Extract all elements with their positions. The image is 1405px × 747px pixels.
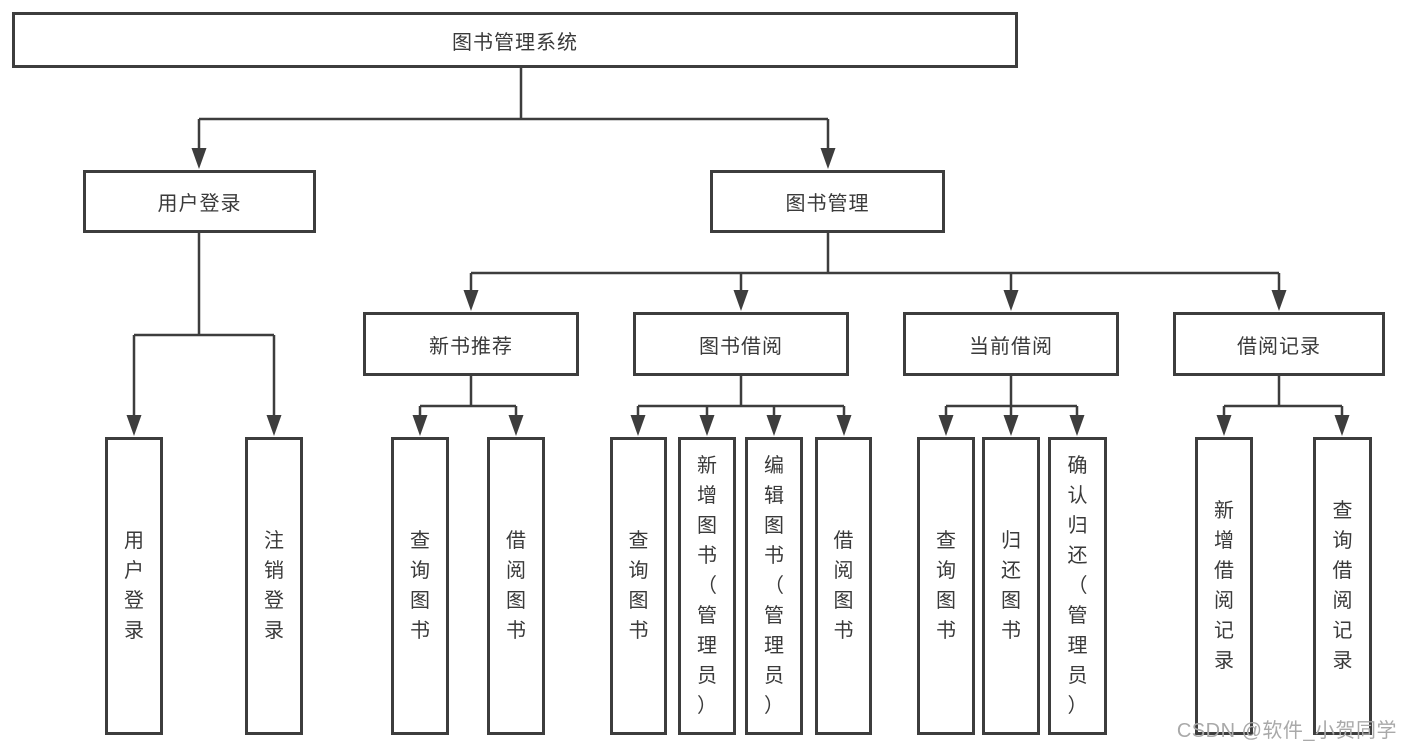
node-leaf-add-book-label: 新增图书（管理员） (697, 455, 717, 717)
node-leaf-query-book-1: 查询图书 (391, 437, 449, 735)
node-book-borrow-label: 图书借阅 (699, 335, 783, 358)
arrowhead-icons (938, 415, 1085, 436)
node-leaf-edit-book: 编辑图书（管理员） (745, 437, 803, 735)
arrowhead-icons (412, 415, 524, 436)
node-leaf-query-book-1-label: 查询图书 (410, 530, 430, 642)
node-leaf-logout: 注销登录 (245, 437, 303, 735)
node-leaf-add-book: 新增图书（管理员） (678, 437, 736, 735)
csdn-watermark: CSDN @软件_小贺同学 (1176, 720, 1397, 742)
arrowhead-icons (126, 415, 282, 436)
arrowhead-icons (463, 290, 1287, 311)
connector-current-borrow-to-leaves (938, 376, 1085, 436)
node-book-borrow: 图书借阅 (633, 312, 849, 376)
connector-line (636, 376, 846, 426)
node-user-login-label: 用户登录 (157, 193, 242, 215)
node-book-mgmt: 图书管理 (710, 170, 945, 233)
node-leaf-query-book-3-label: 查询图书 (936, 530, 956, 642)
connector-line (944, 376, 1079, 426)
node-user-login: 用户登录 (83, 170, 316, 233)
node-leaf-add-record: 新增借阅记录 (1195, 437, 1253, 735)
connector-borrow-records-to-leaves (1216, 376, 1350, 436)
node-leaf-edit-book-label: 编辑图书（管理员） (764, 455, 784, 717)
connector-line (1222, 376, 1344, 426)
arrowhead-icons (1216, 415, 1350, 436)
node-new-book-rec: 新书推荐 (363, 312, 579, 376)
node-current-borrow-label: 当前借阅 (969, 335, 1053, 358)
node-leaf-logout-label: 注销登录 (264, 530, 284, 642)
arrowhead-icons (191, 148, 836, 169)
node-leaf-query-record: 查询借阅记录 (1313, 437, 1372, 735)
node-book-mgmt-label: 图书管理 (785, 193, 870, 215)
node-leaf-user-login-label: 用户登录 (124, 530, 144, 642)
node-new-book-rec-label: 新书推荐 (429, 335, 513, 358)
node-leaf-add-record-label: 新增借阅记录 (1214, 500, 1234, 672)
node-root: 图书管理系统 (12, 12, 1018, 68)
connector-book-mgmt-to-level3 (463, 233, 1287, 311)
node-borrow-records-label: 借阅记录 (1237, 335, 1321, 358)
node-leaf-confirm-return-label: 确认归还（管理员） (1067, 455, 1088, 717)
node-leaf-borrow-book-2-label: 借阅图书 (833, 530, 854, 642)
connector-user-login-to-leaves (126, 233, 282, 436)
connector-book-borrow-to-leaves (630, 376, 852, 436)
node-borrow-records: 借阅记录 (1173, 312, 1385, 376)
arrowhead-icons (630, 415, 852, 436)
node-leaf-borrow-book-1: 借阅图书 (487, 437, 545, 735)
node-root-label: 图书管理系统 (452, 31, 578, 54)
node-current-borrow: 当前借阅 (903, 312, 1119, 376)
node-leaf-return-book-label: 归还图书 (1001, 530, 1021, 642)
node-leaf-return-book: 归还图书 (982, 437, 1040, 735)
node-leaf-query-book-2-label: 查询图书 (628, 530, 649, 642)
node-leaf-confirm-return: 确认归还（管理员） (1048, 437, 1107, 735)
connector-line (418, 376, 518, 426)
node-leaf-borrow-book-2: 借阅图书 (815, 437, 872, 735)
node-leaf-user-login: 用户登录 (105, 437, 163, 735)
node-leaf-borrow-book-1-label: 借阅图书 (506, 530, 526, 642)
connector-line (197, 68, 830, 159)
connector-line (469, 233, 1281, 301)
node-leaf-query-book-3: 查询图书 (917, 437, 975, 735)
connector-new-book-rec-to-leaves (412, 376, 524, 436)
node-leaf-query-book-2: 查询图书 (610, 437, 667, 735)
connector-line (132, 233, 276, 426)
connector-root-to-level2 (191, 68, 836, 169)
node-leaf-query-record-label: 查询借阅记录 (1332, 500, 1353, 672)
